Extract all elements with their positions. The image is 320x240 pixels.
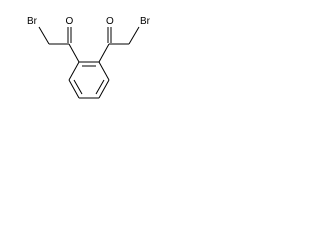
benzene-ring	[68, 61, 110, 99]
ring-bond-5	[68, 79, 80, 99]
ring-inner-double-3	[73, 79, 83, 95]
left-ch2-br-bond	[38, 26, 50, 45]
left-bromine-label: Br	[27, 16, 38, 27]
right-bromoacetyl-group: O Br	[98, 16, 151, 63]
right-oxygen-label: O	[106, 16, 114, 27]
ring-inner-double-2	[95, 79, 105, 95]
left-ring-carbonyl-bond	[68, 43, 80, 63]
ring-bond-3	[98, 79, 110, 99]
right-ch2-br-bond	[128, 26, 140, 45]
ring-bond-6	[68, 61, 80, 81]
right-bromine-label: Br	[140, 16, 151, 27]
left-oxygen-label: O	[66, 16, 74, 27]
left-bromoacetyl-group: O Br	[27, 16, 80, 63]
right-ring-carbonyl-bond	[98, 43, 110, 63]
chemical-structure-diagram: O Br O Br	[27, 16, 151, 99]
ring-bond-2	[98, 61, 110, 81]
